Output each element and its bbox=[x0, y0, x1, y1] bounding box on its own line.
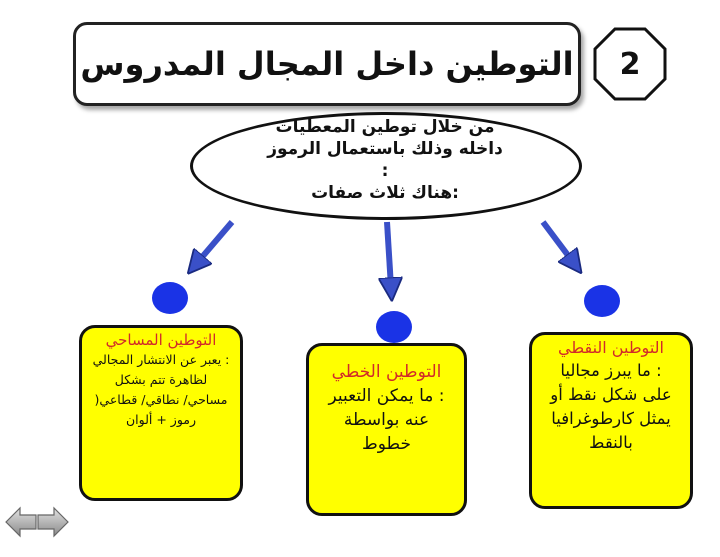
title-box: التوطين داخل المجال المدروس bbox=[73, 22, 581, 106]
arrow-right-icon[interactable] bbox=[37, 506, 69, 538]
arrow-to-linear bbox=[387, 221, 391, 287]
areal-heading: التوطين المساحي bbox=[105, 331, 217, 349]
intro-line: :هناك ثلاث صفات bbox=[311, 183, 459, 203]
blue-dot-linear bbox=[376, 311, 412, 343]
arrow-to-point bbox=[540, 220, 573, 262]
point-body: : ما يبرز مجاليا على شكل نقط أو يمثل كار… bbox=[550, 361, 672, 452]
arrow-left-icon[interactable] bbox=[5, 506, 37, 538]
linear-body: : ما يمكن التعبير عنه بواسطة خطوط bbox=[328, 386, 445, 454]
slide-title: التوطين داخل المجال المدروس bbox=[80, 45, 574, 83]
intro-line: : bbox=[381, 161, 389, 181]
intro-line: داخله وذلك باستعمال الرموز bbox=[267, 139, 503, 159]
intro-line: من خلال توطين المعطيات bbox=[275, 117, 495, 137]
arrow-to-areal bbox=[197, 220, 235, 263]
nav-arrows bbox=[5, 506, 69, 538]
linear-box: التوطين الخطي : ما يمكن التعبير عنه بواس… bbox=[306, 343, 467, 516]
linear-heading: التوطين الخطي bbox=[331, 362, 442, 382]
slide-number: 2 bbox=[619, 46, 641, 82]
blue-dot-areal bbox=[152, 282, 188, 314]
point-box: التوطين النقطي : ما يبرز مجاليا على شكل … bbox=[529, 332, 693, 509]
slide-number-badge bbox=[593, 27, 667, 101]
point-heading: التوطين النقطي bbox=[558, 338, 664, 357]
intro-text: من خلال توطين المعطيات داخله وذلك باستعم… bbox=[230, 116, 540, 204]
intro-ellipse bbox=[190, 112, 582, 220]
areal-box: التوطين المساحي : يعبر عن الانتشار المجا… bbox=[79, 325, 243, 501]
areal-body: : يعبر عن الانتشار المجالي لظاهرة تتم بش… bbox=[92, 352, 230, 427]
blue-dot-point bbox=[584, 285, 620, 317]
